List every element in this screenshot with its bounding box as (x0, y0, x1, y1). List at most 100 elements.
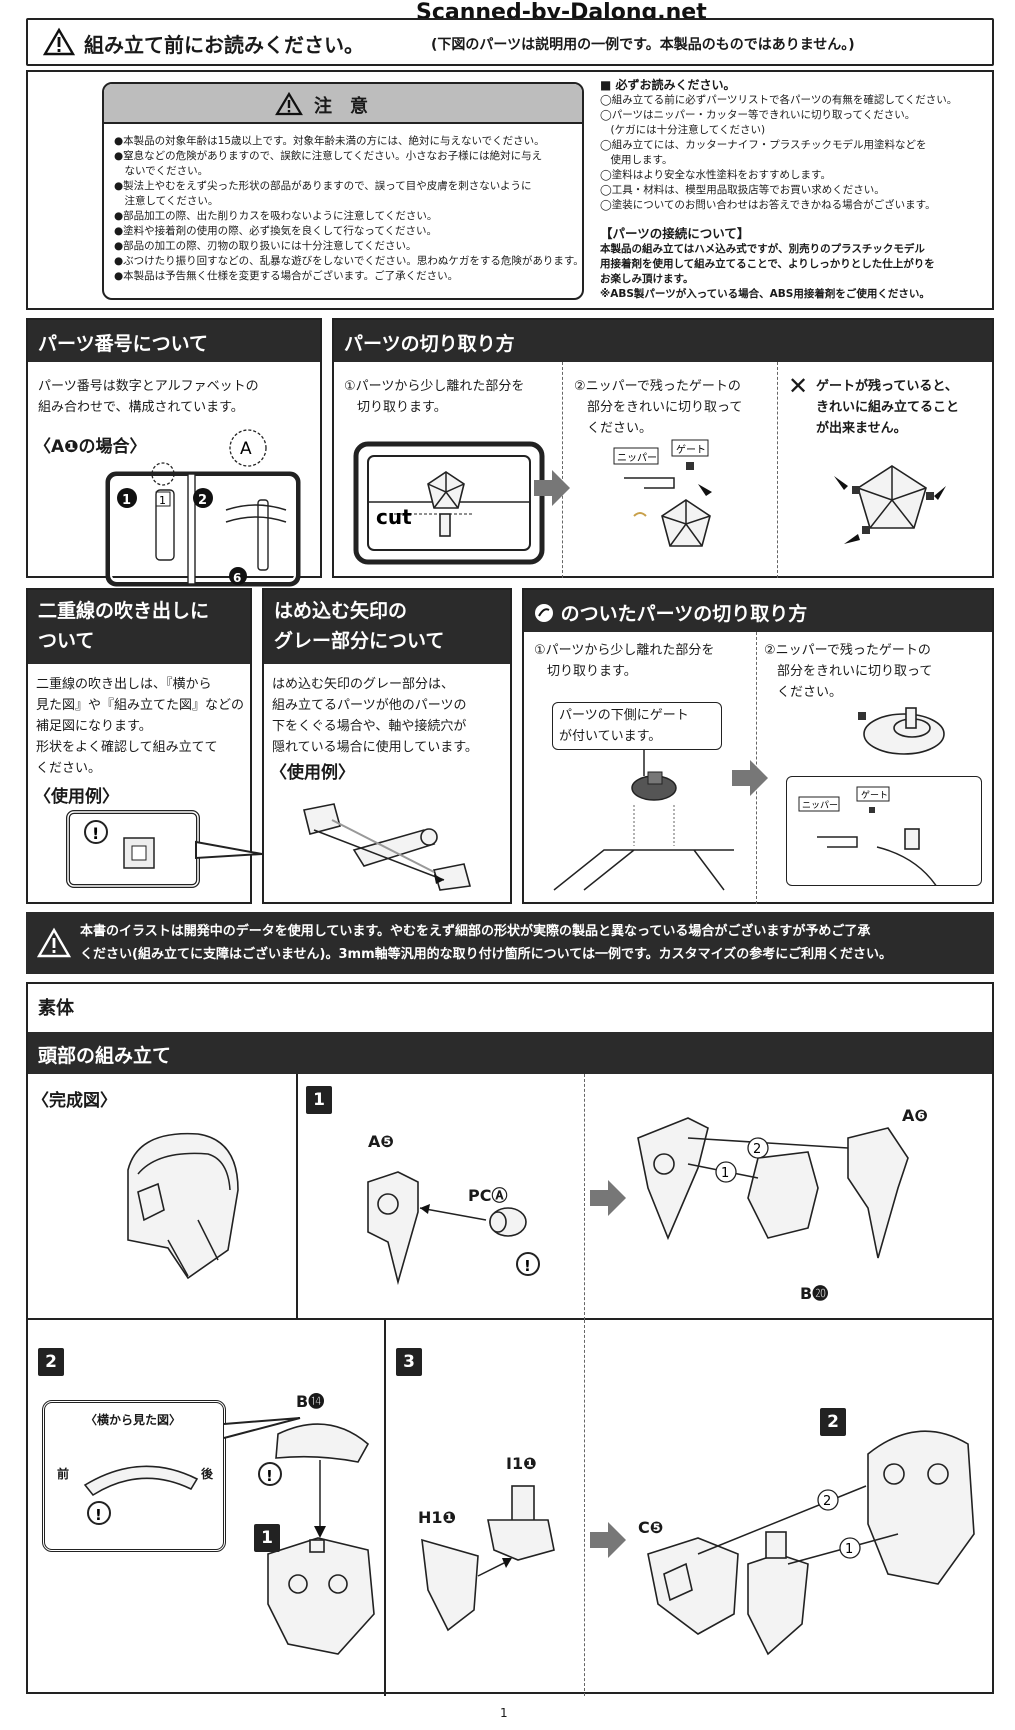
divider (777, 362, 778, 578)
part-c5-label: C❺ (638, 1518, 664, 1537)
step-3-number: 3 (396, 1348, 422, 1376)
top-banner: 組み立て前にお読みください。 (下図のパーツは説明用の一例です。本製品のものでは… (26, 18, 994, 66)
bad-text-line: きれいに組み立てること (816, 400, 960, 415)
caution-item: ●塗料や接着剤の使用の際、必ず換気を良くして行なってください。 (114, 225, 438, 237)
divider (296, 1074, 298, 1320)
cutting-step1-line: ①パーツから少し離れた部分を (344, 379, 525, 394)
front-label: 前 (57, 1467, 70, 1481)
step-3-ref-number: 2 (820, 1408, 846, 1436)
cutting-step1-line: 切り取ります。 (344, 400, 447, 415)
head-complete-diagram (127, 1132, 239, 1280)
step3-left-diagram (421, 1485, 555, 1632)
exclamation-icon: ! (92, 824, 99, 843)
arrow-label-2: 2 (823, 1494, 831, 1509)
callout-line: パーツの下側にゲート (559, 708, 689, 723)
back-label: 後 (201, 1467, 214, 1481)
notice-bar: 本書のイラストは開発中のデータを使用しています。やむをえず細部の形状が実際の製品… (26, 912, 994, 974)
cut-diagram: cut (353, 441, 545, 565)
cutting-box: パーツの切り取り方 ①パーツから少し離れた部分を 切り取ります。 cut ②ニッ… (332, 318, 994, 578)
part-h1-label: H1❶ (418, 1508, 457, 1527)
runner-small-label: 1 (159, 494, 166, 507)
arrow-icon (590, 1522, 626, 1558)
double-line-text-line: 見た図』や『組み立てた図』などの (36, 698, 245, 713)
gate-label: ゲート (861, 789, 888, 801)
bad-gate-diagram (834, 465, 946, 544)
part-number-text-line: パーツ番号は数字とアルファベットの (38, 379, 259, 394)
part-b14-label: B⓮ (296, 1392, 325, 1411)
caution-item: ●本製品は予告無く仕様を変更する場合がございます。ご了承ください。 (114, 270, 459, 282)
arrow-gray-example: 〈使用例〉 (270, 763, 355, 783)
part-a5-label: A❺ (368, 1132, 394, 1151)
arrow-gray-diagram (303, 803, 472, 891)
part-number-text: パーツ番号は数字とアルファベットの 組み合わせで、構成されています。 (38, 376, 259, 418)
step2-diagram: ! (258, 1423, 375, 1655)
arrow-label-2: 2 (753, 1142, 761, 1157)
callout-line: が付いています。 (559, 729, 662, 744)
assembly-frame: 素体 頭部の組み立て 〈完成図〉 1 A❺ PCⒶ ! A❻ B⓴ 2 1 (26, 982, 994, 1696)
connection-line: 用接着剤を使用して組み立てることで、よりしっかりとした仕上がりを (600, 258, 935, 270)
gate-parts-box: のついたパーツの切り取り方 ①パーツから少し離れた部分を 切り取ります。 パーツ… (522, 588, 994, 904)
part-i1-label: I1❶ (506, 1454, 537, 1473)
header-line: グレー部分について (274, 630, 445, 652)
cut-label: cut (376, 505, 412, 529)
gate-step2: ②ニッパーで残ったゲートの 部分をきれいに切り取って ください。 (764, 640, 932, 703)
side-view-shape: ! (83, 1465, 199, 1525)
arrow-icon (590, 1180, 626, 1216)
double-line-text: 二重線の吹き出しは、『横から見た図』や『組み立てた図』などの補足図になります。形… (36, 674, 250, 779)
must-read-item: ◯工具・材料は、模型用品取扱店等でお買い求めください。 (600, 184, 885, 196)
arrow-gray-text: はめ込む矢印のグレー部分は、組み立てるパーツが他のパーツの下をくぐる場合や、軸や… (272, 674, 512, 758)
divider (384, 1320, 386, 1696)
cutting-step2-line: ください。 (574, 421, 653, 436)
double-callout-diagram: ! (66, 810, 263, 888)
part-pca-label: PCⒶ (468, 1186, 508, 1205)
must-read-item: 使用します。 (600, 154, 673, 166)
divider (562, 362, 563, 578)
exclamation-icon: ! (524, 1257, 531, 1275)
must-read-item: ◯パーツはニッパー・カッター等できれいに切り取ってください。 (600, 109, 916, 121)
caution-frame: 注 意 ●本製品の対象年齢は15歳以上です。対象年齢未満の方には、絶対に与えない… (26, 70, 994, 310)
step1-left-diagram: ! (367, 1171, 540, 1286)
header-line: 二重線の吹き出しに (38, 600, 210, 622)
notice-line: 本書のイラストは開発中のデータを使用しています。やむをえず細部の形状が実際の製品… (80, 924, 871, 939)
exclamation-icon: ! (95, 1506, 102, 1524)
arrow-gray-text-line: はめ込む矢印のグレー部分は、 (272, 677, 455, 692)
divider (584, 1320, 585, 1696)
gate-parts-header-text: のついたパーツの切り取り方 (560, 603, 808, 625)
connection-line: お楽しみ頂けます。 (600, 273, 694, 285)
caution-item: ●本製品の対象年齢は15歳以上です。対象年齢未満の方には、絶対に与えないでくださ… (114, 135, 545, 147)
connection-title: 【パーツの接続について】 (600, 226, 750, 241)
gate-label: ゲート (676, 444, 706, 456)
bad-text-line: が出来ません。 (816, 421, 907, 436)
row-1 (28, 1074, 992, 1320)
arrow-icon (534, 470, 570, 506)
caution-box: 注 意 ●本製品の対象年齢は15歳以上です。対象年齢未満の方には、絶対に与えない… (102, 82, 584, 300)
header-line: はめ込む矢印の (274, 600, 408, 622)
arrow-label-1: 1 (721, 1166, 729, 1181)
double-line-text-line: ください。 (36, 761, 102, 776)
caution-item: ないでください。 (114, 165, 209, 177)
step-2-number: 2 (38, 1348, 64, 1376)
side-view-inset: 〈横から見た図〉 前 後 ! (42, 1400, 226, 1552)
cutting-header: パーツの切り取り方 (334, 320, 992, 362)
header-line: ついて (38, 630, 95, 652)
double-line-example: 〈使用例〉 (34, 787, 119, 807)
nipper-label: ニッパー (802, 800, 838, 811)
cutting-step2-line: ②ニッパーで残ったゲートの (574, 379, 741, 394)
part-number-header: パーツ番号について (28, 320, 320, 362)
section-title: 素体 (38, 998, 74, 1019)
runner-label-one: 1 (122, 493, 131, 508)
cutting-bad-text: ゲートが残っていると、 きれいに組み立てること が出来ません。 (816, 376, 959, 439)
bad-mark: ✕ (788, 372, 809, 400)
gate-step2-line: 部分をきれいに切り取って (764, 664, 933, 679)
callout-tail (223, 1417, 301, 1439)
cutting-step2-line: 部分をきれいに切り取って (574, 400, 743, 415)
exclamation-icon: ! (266, 1467, 273, 1485)
cutting-step2: ②ニッパーで残ったゲートの 部分をきれいに切り取って ください。 (574, 376, 742, 439)
nipper-inset: ニッパー ゲート (786, 776, 982, 886)
caution-header: 注 意 (104, 84, 582, 124)
arrow-gray-box: はめ込む矢印の グレー部分について はめ込む矢印のグレー部分は、組み立てるパーツ… (262, 588, 512, 904)
part-a6-label: A❻ (902, 1106, 928, 1125)
caution-item: ●製法上やむをえず尖った形状の部品がありますので、誤って目や皮膚を刺さないように (114, 180, 532, 192)
arrow-gray-text-line: 下をくぐる場合や、軸や接続穴が (272, 719, 467, 734)
side-view-label: 〈横から見た図〉 (85, 1413, 182, 1427)
